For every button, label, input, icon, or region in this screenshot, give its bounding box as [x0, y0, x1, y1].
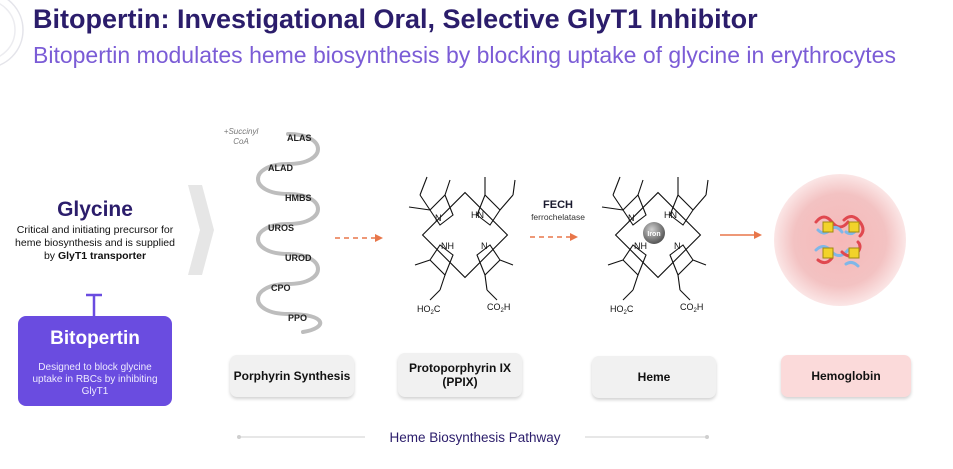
glyt1-transporter-text: GlyT1 transporter: [57, 250, 147, 262]
ppix-hn-label: HN: [471, 210, 484, 220]
ppix-n-bottom-right: N: [481, 241, 488, 251]
enzyme-ppo: PPO: [288, 313, 308, 323]
page-title: Bitopertin: Investigational Oral, Select…: [33, 4, 758, 34]
ppix-nh-label: NH: [441, 241, 454, 251]
enzyme-hmbs: HMBS: [285, 193, 312, 203]
arrow-right-icon: [720, 231, 762, 239]
svg-text:CO2H: CO2H: [680, 302, 703, 314]
page-subtitle: Bitopertin modulates heme biosynthesis b…: [33, 42, 896, 68]
bitopertin-box: Bitopertin Designed to block glycine upt…: [18, 316, 172, 406]
inhibition-bar-icon: [86, 293, 102, 316]
hemoglobin-label: Hemoglobin: [781, 355, 911, 397]
pathway-label: Heme Biosynthesis Pathway: [389, 430, 561, 445]
enzyme-cpo: CPO: [271, 283, 291, 293]
iron-label: Iron: [647, 231, 660, 238]
bitopertin-description: Designed to block glycine uptake in RBCs…: [32, 362, 158, 397]
porphyrin-synthesis-spiral: [256, 132, 323, 334]
decorative-arc: [0, 0, 24, 66]
ppix-label: Protoporphyrin IX (PPIX): [398, 353, 522, 397]
chevron-right-icon: [188, 185, 214, 275]
heme-n-top-left: N: [628, 213, 635, 223]
enzyme-uros: UROS: [268, 223, 295, 233]
iron-atom-icon: [643, 222, 665, 244]
porphyrin-synthesis-label: Porphyrin Synthesis: [230, 355, 354, 397]
ppix-n-top-left: N: [435, 213, 442, 223]
dashed-arrow-icon: [530, 233, 578, 241]
heme-n-bottom-right: N: [674, 241, 681, 251]
glycine-title: Glycine: [57, 198, 133, 221]
ppix-molecule: N HN NH N HO2C CO2H: [408, 176, 516, 315]
heme-molecule: Iron N HN NH N HO2C CO2H: [601, 176, 709, 315]
heme-label: Heme: [592, 356, 716, 398]
pathway-line: [237, 435, 709, 439]
heme-hn-label: HN: [664, 210, 677, 220]
hemoglobin-protein-icon: [814, 215, 865, 268]
svg-text:HO2C: HO2C: [610, 304, 634, 315]
enzyme-alad: ALAD: [268, 163, 293, 173]
red-blood-cell-image: [774, 174, 906, 306]
dashed-arrow-icon: [335, 234, 383, 242]
svg-text:CO2H: CO2H: [487, 302, 510, 314]
fech-label: FECH: [543, 199, 573, 211]
ferrochelatase-label: ferrochelatase: [531, 212, 585, 222]
enzyme-urod: UROD: [285, 253, 312, 263]
glycine-description: Critical and initiating precursor for he…: [15, 224, 175, 262]
enzyme-alas: ALAS: [287, 133, 312, 143]
svg-text:HO2C: HO2C: [417, 304, 441, 315]
heme-nh-label: NH: [634, 241, 647, 251]
bitopertin-title: Bitopertin: [50, 328, 140, 349]
succinyl-coa-label: +Succinyl CoA: [223, 127, 259, 146]
